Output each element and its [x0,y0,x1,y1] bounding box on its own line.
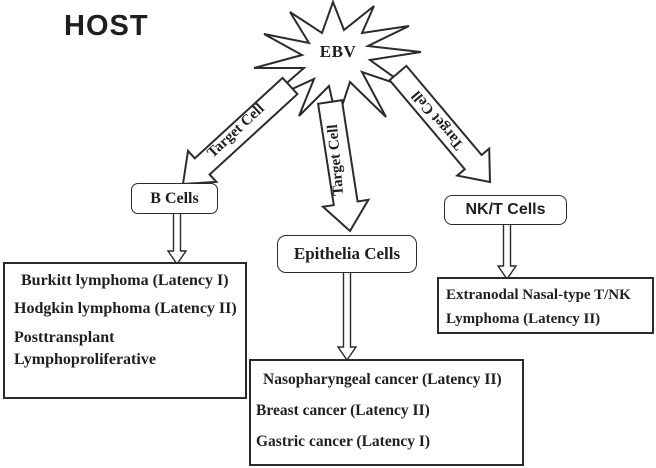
nkt-cells-box: NK/T Cells [444,195,567,225]
nkt-outcomes-box: Extranodal Nasal-type T/NK Lymphoma (Lat… [437,277,654,334]
epithelia-outcomes-box: Nasopharyngeal cancer (Latency II) Breas… [249,359,524,466]
outcome-gastric-cancer: Gastric cancer (Latency I) [256,433,431,450]
b-cells-outcomes-box: Burkitt lymphoma (Latency I) Hodgkin lym… [3,262,247,399]
epithelia-cells-box: Epithelia Cells [277,235,417,273]
ebv-label: EBV [319,42,357,61]
host-label: HOST [64,10,149,42]
nkt-cells-label: NK/T Cells [465,201,546,218]
outcome-burkitt-lymphoma: Burkitt lymphoma (Latency I) [21,272,229,289]
arrow-to-nkt-cells [388,64,492,184]
connector-nkt-outcomes [496,222,518,281]
connector-epithelia-outcomes [336,271,358,362]
outcome-posttransplant-lymphoproliferative: Posttransplant Lymphoproliferative [14,329,156,368]
outcome-nasopharyngeal-cancer: Nasopharyngeal cancer (Latency II) [263,371,502,388]
connector-b-cells-outcomes [166,212,188,266]
outcome-hodgkin-lymphoma: Hodgkin lymphoma (Latency II) [14,300,237,317]
outcome-extranodal-nkt-lymphoma: Extranodal Nasal-type T/NK Lymphoma (Lat… [446,287,631,327]
b-cells-box: B Cells [131,183,218,214]
arrow-to-epithelia-cells [316,99,371,233]
arrow-to-b-cells [181,76,299,186]
b-cells-label: B Cells [150,189,199,207]
epithelia-cells-label: Epithelia Cells [293,244,401,263]
outcome-breast-cancer: Breast cancer (Latency II) [256,402,430,419]
